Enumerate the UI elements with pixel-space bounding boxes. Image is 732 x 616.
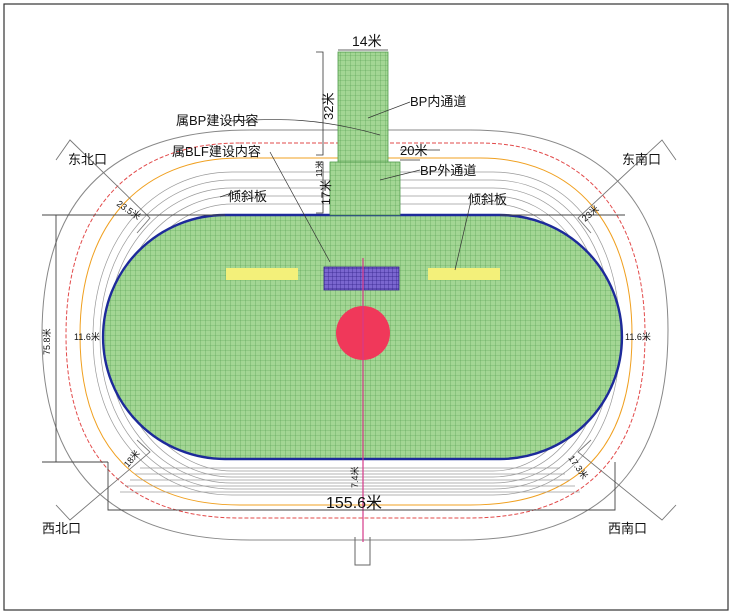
dim-top-width: 14米 [352,33,382,49]
label-bp-scope: 属BP建设内容 [176,113,258,128]
red-outer-ring [65,142,646,519]
yellow-strip-right [428,268,500,280]
dim-small-mid: 11米 [314,161,324,177]
label-bp-inner-channel: BP内通道 [410,94,466,109]
dim-mid-width: 20米 [400,143,427,158]
dim-top-height: 32米 [321,93,336,120]
dim-bottom-width: 155.6米 [326,494,382,512]
dim-right-inner: 11.6米 [625,331,651,342]
field-track-edge [101,213,624,461]
label-slope-right: 倾斜板 [468,192,507,207]
label-exit-nw: 西北口 [42,521,81,536]
blf-block [323,266,400,291]
label-blf-scope: 属BLF建设内容 [172,144,261,159]
boundary-lines [42,214,625,511]
label-exit-sw: 西南口 [608,521,647,536]
bp-outer-channel-block [329,161,401,216]
bottom-stub [354,537,371,566]
label-slope-left: 倾斜板 [228,189,267,204]
dim-left-height: 75.8米 [41,328,52,355]
label-exit-se: 东南口 [622,152,661,167]
bottom-straight-lanes [120,467,580,493]
yellow-strip-left [226,268,298,280]
label-bp-outer-channel: BP外通道 [420,163,476,178]
corner-exits [55,139,677,521]
orange-ring [79,157,633,506]
dim-center-bottom: 7.4米 [349,466,360,488]
label-exit-ne: 东北口 [68,152,107,167]
dim-mid-height: 17米 [319,180,333,205]
dim-left-inner: 11.6米 [74,331,100,342]
leader-lines [219,101,471,271]
bp-inner-channel-block [337,51,389,163]
top-dim-lines [316,49,440,214]
